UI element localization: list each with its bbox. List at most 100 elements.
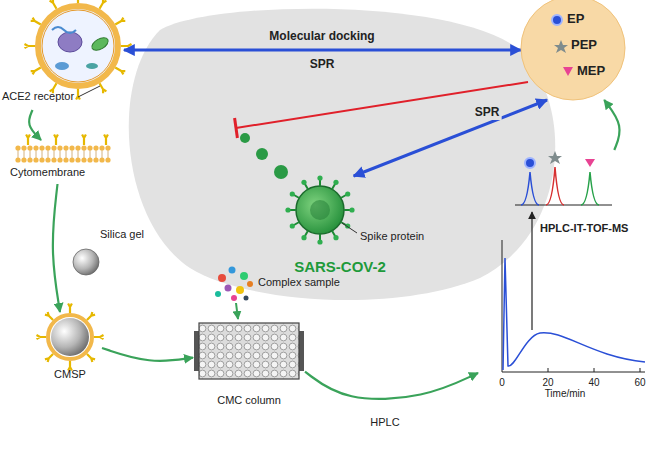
compound-icon [554, 40, 568, 53]
lipid-head [33, 145, 38, 150]
spike-head [333, 235, 338, 240]
cmsp-illustration [36, 303, 103, 370]
connector-arrow [29, 110, 41, 140]
node-text: Time/min [545, 388, 586, 400]
spike-head [290, 223, 295, 228]
virus-core [310, 200, 330, 220]
lipid-head [75, 157, 80, 162]
connector-arrow [354, 100, 547, 176]
node-text: CMSP [54, 368, 86, 381]
leader-line [78, 86, 100, 97]
receptor-symbol [45, 312, 53, 320]
lipid-head [69, 145, 74, 150]
lipid-head [81, 145, 86, 150]
lipid-head [57, 157, 62, 162]
connector-arrow [305, 372, 478, 399]
lipid-head [63, 157, 68, 162]
spike-head [333, 180, 338, 185]
lipid-head [87, 145, 92, 150]
spike-head [301, 235, 306, 240]
spike-head [285, 207, 290, 212]
lipid-head [69, 157, 74, 162]
lipid-head [15, 145, 20, 150]
node-text: MEP [577, 64, 605, 79]
spike-head [301, 180, 306, 185]
inhibition-line [235, 82, 528, 138]
node-text: Spike protein [360, 230, 424, 243]
lipid-head [27, 145, 32, 150]
receptor-symbol [31, 18, 41, 25]
leader-line [342, 223, 357, 233]
node-text: SARS-COV-2 [294, 258, 386, 275]
edge-label: Molecular docking [267, 30, 376, 44]
cmsp-node: CMSP [42, 312, 102, 384]
lipid-head [99, 157, 104, 162]
cell-node: ACE2 receptor [2, 0, 124, 110]
material-label: Complex sample [258, 276, 340, 289]
connector-arrow [604, 100, 619, 150]
receptor-symbol [24, 44, 35, 48]
virus-node: Spike proteinSARS-COV-2 [265, 176, 426, 280]
connector-arrow [53, 184, 60, 312]
receptor-symbol [100, 0, 107, 9]
receptor-symbol [31, 68, 41, 75]
tick-label: 0 [499, 377, 505, 389]
silica-bead [73, 249, 99, 275]
receptor-symbol [94, 335, 104, 339]
node-text: Cytomembrane [10, 166, 85, 179]
lipid-head [75, 145, 80, 150]
node-text: EP [567, 12, 584, 27]
lipid-head [81, 157, 86, 162]
virus-illustration [285, 175, 354, 244]
receptor-symbol [36, 335, 46, 339]
receptor-symbol [50, 0, 57, 9]
sample-dots [215, 267, 253, 302]
receptor-symbol [100, 83, 107, 93]
lipid-head [45, 145, 50, 150]
lipid-head [93, 157, 98, 162]
tick-label: 60 [634, 377, 645, 389]
edge-label: HPLC [368, 416, 401, 429]
material-label: Silica gel [100, 228, 144, 241]
lipid-head [21, 157, 26, 162]
chromatogram-node: HPLC-IT-TOF-MSTime/min [478, 150, 655, 401]
tick-label: 40 [588, 377, 599, 389]
spike-head [317, 239, 322, 244]
lipid-head [39, 157, 44, 162]
edge-label: SPR [473, 106, 502, 120]
circle-shape [521, 0, 625, 100]
receptor-symbol [104, 134, 108, 145]
node-text: ACE2 receptor [2, 90, 74, 103]
compound-icon [552, 15, 562, 25]
spike-head [345, 191, 350, 196]
lipid-head [51, 145, 56, 150]
lipid-head [33, 157, 38, 162]
lipid-head [27, 157, 32, 162]
receptor-symbol [115, 18, 125, 25]
receptor-symbol [76, 0, 80, 3]
lipid-head [15, 157, 20, 162]
connector-arrow [102, 348, 193, 361]
receptor-symbol [54, 134, 58, 145]
receptor-symbol [87, 354, 95, 362]
lipid-head [93, 145, 98, 150]
receptor-symbol [26, 134, 30, 145]
receptor-symbol [115, 68, 125, 75]
lipid-head [99, 145, 104, 150]
node-text: CMC column [217, 394, 281, 407]
compound-circle: EPPEPMEP [521, 0, 625, 100]
lipid-head [51, 157, 56, 162]
background-blob [129, 9, 555, 300]
membrane-node: Cytomembrane [8, 140, 118, 184]
tick-label: 20 [542, 377, 553, 389]
receptor-symbol [87, 312, 95, 320]
column-illustration [194, 323, 304, 379]
lipid-head [105, 157, 110, 162]
lipid-head [39, 145, 44, 150]
lipid-head [57, 145, 62, 150]
receptor-symbol [121, 44, 132, 48]
lipid-head [45, 157, 50, 162]
spike-head [317, 175, 322, 180]
compound-icon [563, 67, 573, 76]
